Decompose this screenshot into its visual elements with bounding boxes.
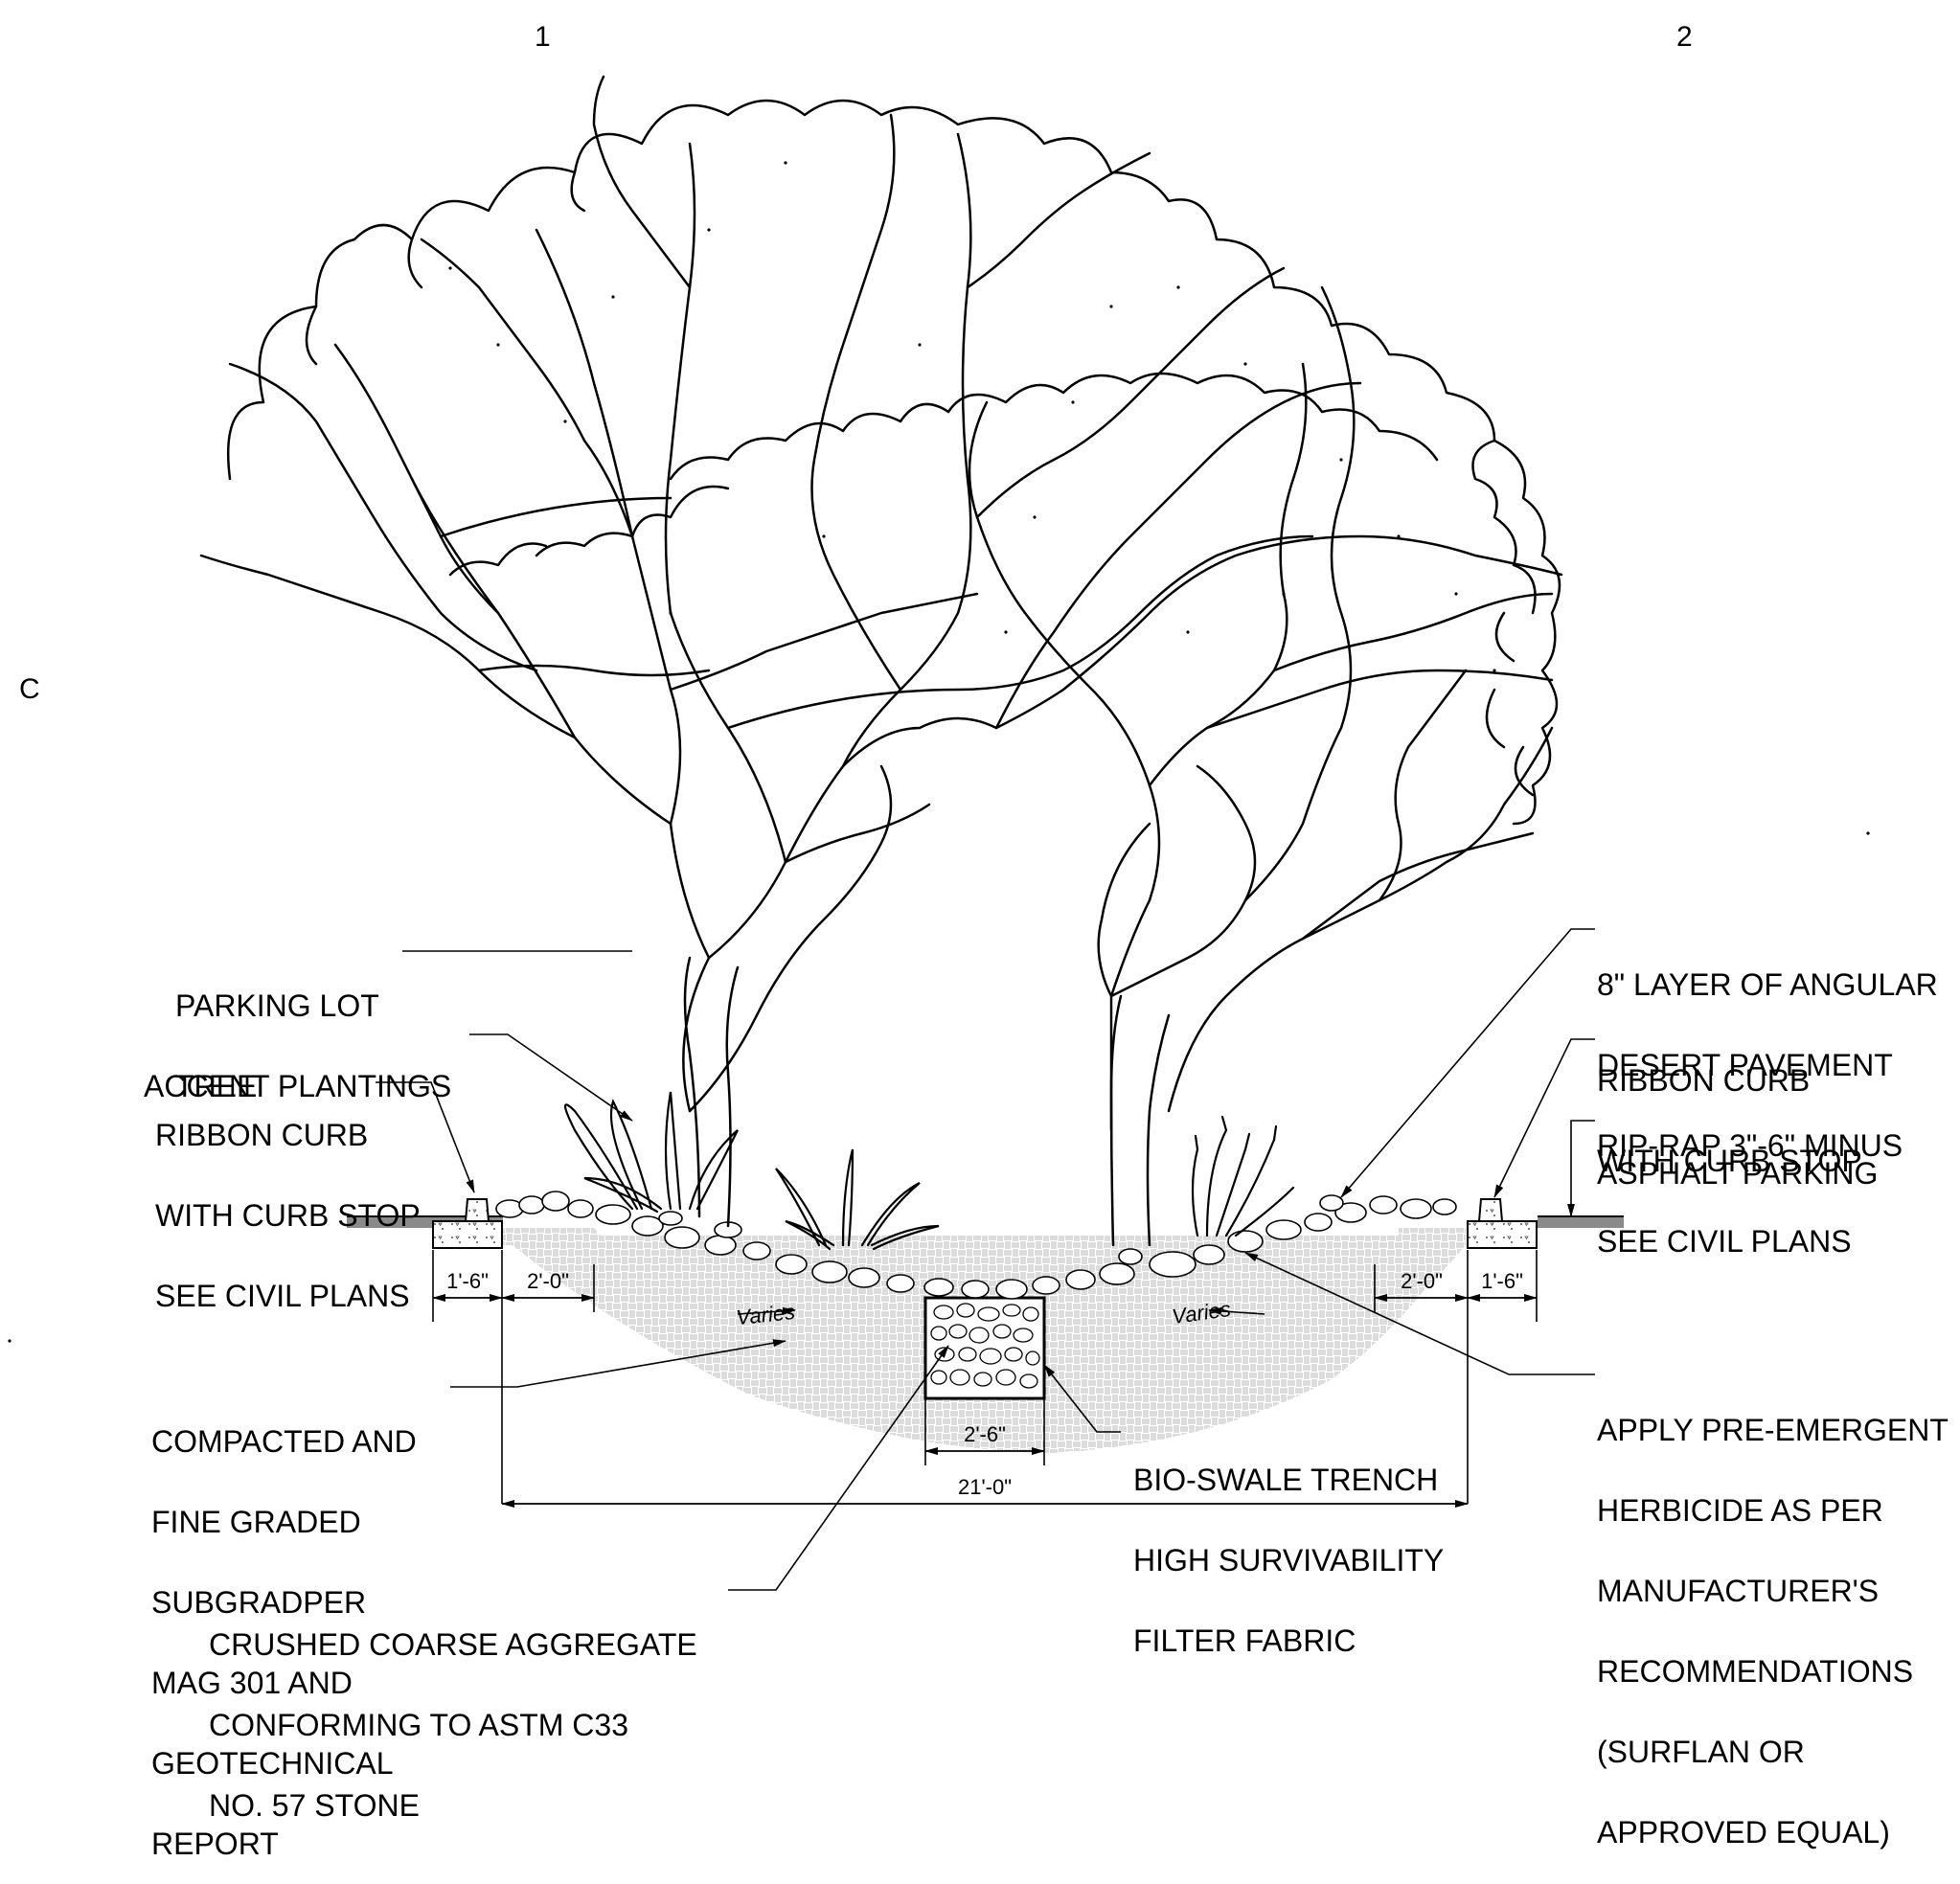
ribbon-curb-right — [1467, 1198, 1538, 1249]
callout-asphalt-parking: ASPHALT PARKING — [1597, 1156, 1879, 1191]
finished-grade — [347, 1215, 1624, 1228]
grid-marker-c: C — [19, 673, 40, 705]
rip-rap-layer — [495, 1191, 1457, 1300]
bio-swale-trench — [923, 1296, 1046, 1400]
callout-parking-lot-tree: PARKING LOT TREE — [175, 988, 379, 1103]
bioswale-section-drawing: 1'-6" 2'-0" 2'-0" 1'-6" 2'-6" 21'-0" Var… — [8, 75, 1870, 1591]
grid-marker-1: 1 — [535, 21, 551, 53]
dim-overall-width: 21'-0" — [958, 1475, 1012, 1499]
dim-trench-width: 2'-6" — [964, 1422, 1006, 1446]
dim-left-offset: 2'-0" — [527, 1269, 569, 1293]
canopy-stipple — [8, 161, 1870, 1343]
ribbon-curb-left — [432, 1198, 503, 1249]
dimension-lines — [432, 1250, 1538, 1508]
callout-crushed-aggregate: CRUSHED COARSE AGGREGATE CONFORMING TO A… — [209, 1627, 697, 1823]
callout-leaders — [376, 928, 1595, 1591]
parking-lot-tree — [199, 75, 1563, 1247]
dim-left-curb: 1'-6" — [446, 1269, 489, 1293]
dim-right-offset: 2'-0" — [1401, 1269, 1443, 1293]
callout-bio-swale-trench: BIO-SWALE TRENCH HIGH SURVIVABILITY FILT… — [1133, 1463, 1445, 1658]
callout-desert-pavement: 8" LAYER OF ANGULAR DESERT PAVEMENT RIP-… — [1597, 967, 1938, 1163]
callout-ribbon-curb-left: RIBBON CURB WITH CURB STOP SEE CIVIL PLA… — [155, 1118, 421, 1313]
grid-marker-2: 2 — [1676, 21, 1693, 53]
callout-ribbon-curb-right: RIBBON CURB WITH CURB STOP SEE CIVIL PLA… — [1597, 1063, 1862, 1259]
callout-accent-plantings: ACCENT PLANTINGS — [144, 1069, 452, 1103]
accent-plantings — [563, 1091, 1295, 1251]
dim-right-curb: 1'-6" — [1481, 1269, 1523, 1293]
callout-pre-emergent: APPLY PRE-EMERGENT HERBICIDE AS PER MANU… — [1597, 1413, 1949, 1850]
